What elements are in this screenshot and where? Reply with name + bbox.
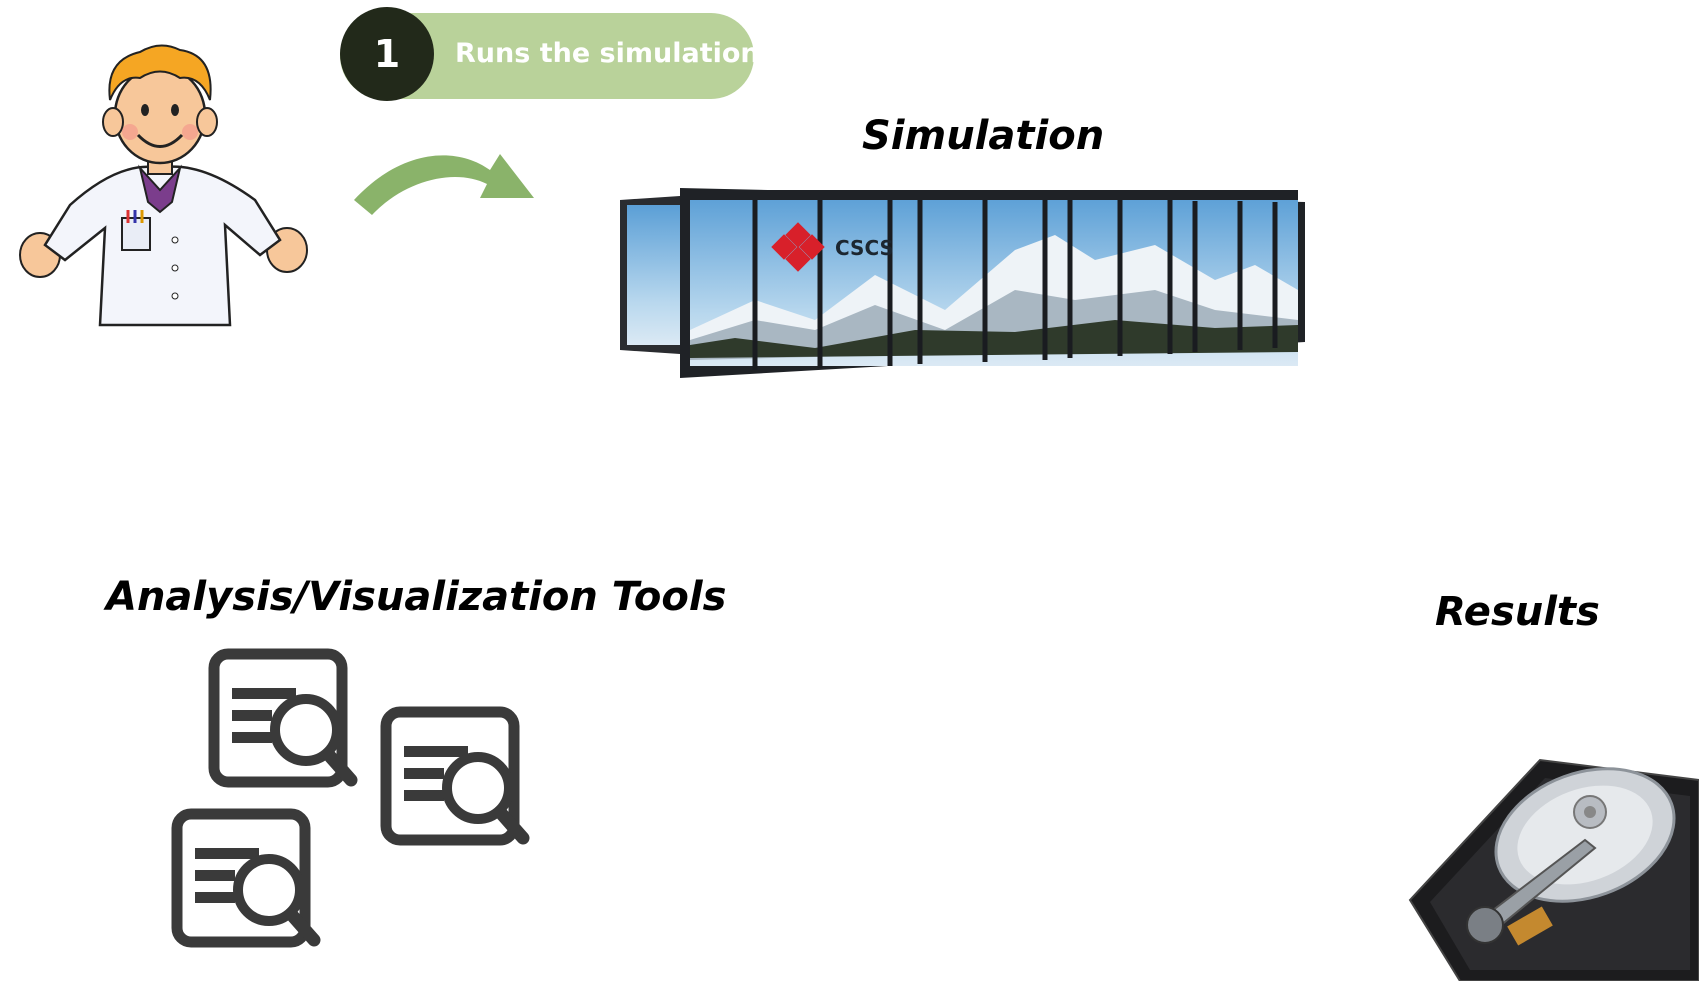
scientist-icon: [19, 44, 308, 327]
simulation-title: Simulation: [862, 113, 1105, 159]
document-search-icon: [380, 706, 530, 846]
tools-title: Analysis/Visualization Tools: [106, 574, 727, 620]
step-number: 1: [340, 7, 434, 101]
cscs-logo-text: CSCS: [835, 236, 894, 260]
hard-drive-icon: [1408, 758, 1699, 981]
step-label: Runs the simulation: [455, 38, 760, 69]
document-search-icon: [171, 808, 321, 948]
supercomputer-icon: CSCS: [620, 188, 1305, 378]
document-search-icon: [208, 648, 358, 788]
curved-arrow-right-icon: [354, 154, 534, 215]
results-title: Results: [1435, 589, 1600, 635]
